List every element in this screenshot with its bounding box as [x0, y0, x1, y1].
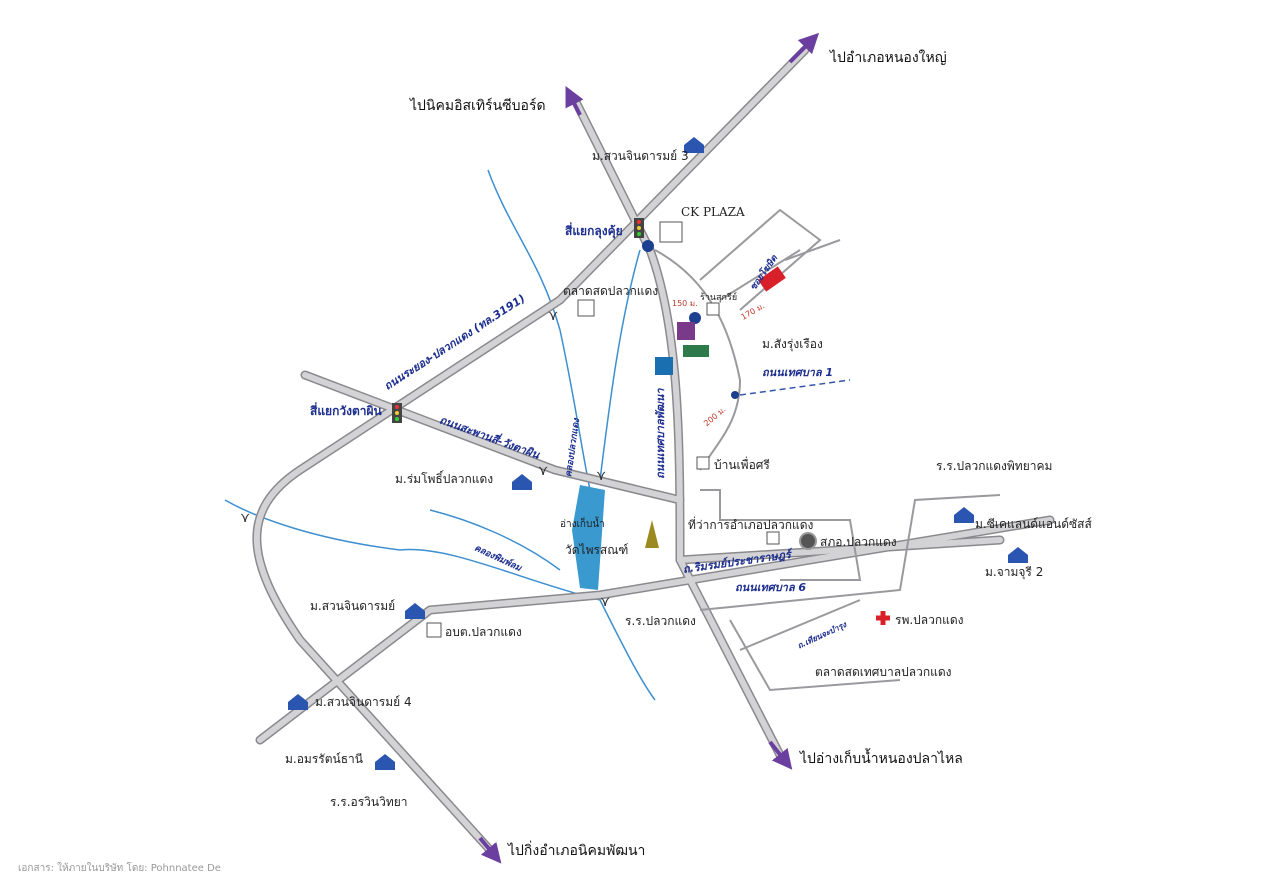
dest-eastern-seaboard: ไปนิคมอิสเทิร์นซีบอร์ด [410, 98, 546, 114]
temple-icon [645, 520, 659, 548]
junction-dot [731, 391, 739, 399]
label-reservoir: อ่างเก็บน้ำ [560, 519, 605, 530]
minor-roads [654, 208, 1001, 692]
distance-label: 150 ม. [672, 299, 698, 308]
label-school: ร.ร.ปลวกแดง [625, 614, 696, 628]
label-district-office: ที่ว่าการอำเภอปลวกแดง [688, 518, 814, 532]
bank-icon [677, 322, 695, 340]
label-chamchuri: ม.จามจุรี 2 [985, 565, 1044, 579]
label-hospital: รพ.ปลวกแดง [895, 613, 964, 627]
label-ck-land: ม.ซีเคแลนด์แอนด์ซัสส์ [975, 517, 1092, 531]
marker-2-icon [689, 312, 701, 324]
label-police: สภอ.ปลวกแดง [820, 535, 897, 549]
label-suan-3: ม.สวนจินดารมย์ 3 [592, 149, 689, 163]
label-suan: ม.สวนจินดารมย์ [310, 599, 396, 613]
label-rom-pho: ม.ร่มโพธิ์ปลวกแดง [395, 472, 494, 486]
label-sang: ม.สังรุ่งเรือง [762, 337, 823, 351]
svg-text:⋎: ⋎ [240, 510, 250, 526]
svg-text:⋎: ⋎ [596, 468, 606, 484]
label-sao: อบต.ปลวกแดง [445, 625, 522, 639]
rivers [224, 169, 656, 701]
svg-text:⋎: ⋎ [600, 594, 610, 610]
label-suan-4: ม.สวนจินดารมย์ 4 [315, 695, 412, 709]
label-market: ตลาดสดปลวกแดง [563, 284, 659, 298]
label-small-place: ร้านสุกรีย์ [700, 293, 738, 303]
hospital-cross-icon [876, 611, 890, 625]
label-amorn: ม.อมรรัตน์ธานี [285, 752, 363, 766]
label-orawin: ร.ร.อรวินวิทยา [330, 795, 408, 809]
place-boxes [426, 221, 780, 638]
label-ck-plaza: CK PLAZA [681, 205, 745, 219]
road-label-phatthana: ถนนเทศบาลพัฒนา [654, 388, 667, 479]
dest-nong-pla-lai: ไปอ่างเก็บน้ำหนองปลาไหล [800, 751, 963, 767]
label-wang-ta-phin: สี่แยกวังตาผิน [310, 404, 382, 418]
destination-arrows [478, 32, 820, 864]
label-ban-phue-si: บ้านเพื่อศรี [714, 458, 770, 472]
roads-fill [253, 47, 1053, 853]
store-icon [758, 266, 786, 292]
police-icon [799, 532, 817, 550]
svg-text:⋎: ⋎ [548, 308, 558, 324]
traffic-light-icon [392, 403, 402, 423]
label-temple: วัดไพรสณฑ์ [565, 543, 629, 557]
village-house-icons [288, 137, 1028, 770]
dest-nong-yai: ไปอำเภอหนองใหญ่ [830, 50, 947, 66]
road-label-muni1: ถนนเทศบาล 1 [762, 366, 834, 379]
marker-1-icon [642, 240, 654, 252]
label-lung-kui: สี่แยกลุงคุ้ย [565, 224, 623, 238]
credit-text: เอกสาร: ให้ภายในบริษัท โดย: Pohnnatee De [18, 863, 221, 874]
gas-station-icon [655, 357, 673, 375]
label-muni-market: ตลาดสดเทศบาลปลวกแดง [815, 665, 952, 679]
dest-nikhom-phatthana: ไปกิ่งอำเภอนิคมพัฒนา [508, 843, 646, 859]
svg-text:⋎: ⋎ [538, 463, 548, 479]
muni1-road-dashed [739, 379, 851, 396]
road-label-muni6: ถนนเทศบาล 6 [735, 581, 807, 594]
reservoir-lake [572, 485, 605, 590]
tesco-lotus-icon [683, 345, 709, 357]
traffic-light-icon [634, 218, 644, 238]
junction-chevrons: ⋎ ⋎ ⋎ ⋎ ⋎ [240, 308, 610, 610]
label-school-pittayakom: ร.ร.ปลวกแดงพิทยาคม [936, 459, 1053, 473]
